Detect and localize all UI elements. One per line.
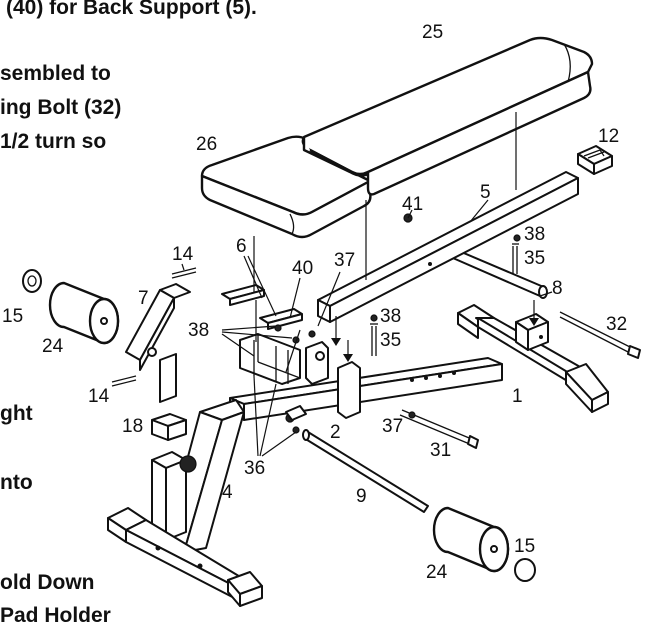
rear-stabilizer bbox=[457, 304, 609, 413]
callout-5: 5 bbox=[480, 182, 491, 203]
back-pad-25 bbox=[301, 36, 594, 196]
bolt-38-35-center bbox=[370, 314, 378, 356]
end-cap-12 bbox=[577, 145, 613, 175]
instruction-text-line: 1/2 turn so bbox=[0, 130, 107, 153]
callout-14: 14 bbox=[88, 386, 110, 407]
callout-26: 26 bbox=[196, 134, 217, 155]
callout-8: 8 bbox=[552, 278, 563, 299]
callout-35: 35 bbox=[524, 248, 545, 269]
spacer-18 bbox=[151, 413, 187, 441]
back-support-5 bbox=[317, 171, 579, 323]
callout-15: 15 bbox=[2, 306, 23, 327]
callout-18: 18 bbox=[122, 416, 143, 437]
callout-7: 7 bbox=[138, 288, 149, 309]
callout-38: 38 bbox=[188, 320, 209, 341]
callout-24: 24 bbox=[426, 562, 448, 583]
callout-15: 15 bbox=[514, 536, 535, 557]
bolt-32 bbox=[559, 311, 641, 359]
roller-holder-7 bbox=[111, 267, 197, 403]
callout-2: 2 bbox=[330, 422, 341, 443]
callout-31: 31 bbox=[430, 440, 451, 461]
callout-36: 36 bbox=[244, 458, 265, 479]
instruction-text-line: (40) for Back Support (5). bbox=[6, 0, 257, 19]
pin-31 bbox=[399, 409, 479, 449]
callout-40: 40 bbox=[292, 258, 313, 279]
callout-38: 38 bbox=[524, 224, 545, 245]
callout-25: 25 bbox=[422, 22, 443, 43]
callout-41: 41 bbox=[402, 194, 423, 215]
bolt-38-35-right bbox=[512, 234, 521, 274]
callout-14: 14 bbox=[172, 244, 194, 265]
callout-6: 6 bbox=[236, 236, 247, 257]
callout-labels: 25 26 12 41 5 38 35 6 14 40 37 8 15 7 38… bbox=[2, 22, 627, 583]
roller-pad-24-right bbox=[432, 506, 536, 582]
instruction-text-line: sembled to bbox=[0, 62, 111, 85]
instruction-text-line: nto bbox=[0, 471, 33, 494]
callout-1: 1 bbox=[512, 386, 523, 407]
callout-12: 12 bbox=[598, 126, 619, 147]
instruction-text-line: ing Bolt (32) bbox=[0, 96, 122, 119]
seat-frame-2 bbox=[239, 333, 361, 419]
callout-35: 35 bbox=[380, 330, 401, 351]
callout-9: 9 bbox=[356, 486, 367, 507]
pin-9 bbox=[302, 429, 429, 513]
roller-pad-24-left bbox=[22, 269, 120, 345]
seat-bracket-6 bbox=[221, 284, 303, 330]
instruction-text-line: old Down bbox=[0, 571, 95, 594]
callout-37: 37 bbox=[334, 250, 355, 271]
callout-38: 38 bbox=[380, 306, 401, 327]
instruction-text-line: ght bbox=[0, 402, 33, 425]
callout-4: 4 bbox=[222, 482, 233, 503]
callout-leader-lines bbox=[181, 149, 605, 457]
front-leg-4 bbox=[107, 399, 263, 607]
callout-24: 24 bbox=[42, 336, 64, 357]
callout-32: 32 bbox=[606, 314, 627, 335]
callout-37: 37 bbox=[382, 416, 403, 437]
